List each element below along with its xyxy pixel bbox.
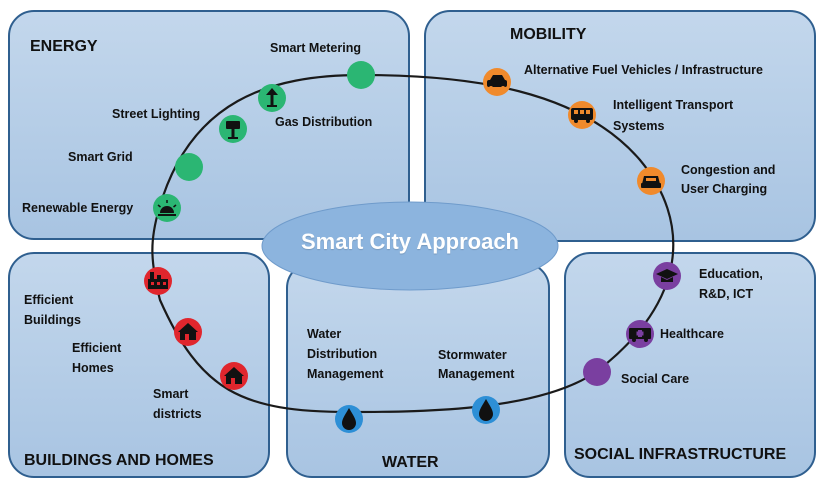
efficient-homes-label-1: Efficient xyxy=(72,341,122,355)
car-front-icon xyxy=(637,167,665,195)
sun-icon xyxy=(153,194,181,222)
smart-metering-node xyxy=(347,61,375,89)
street-light-icon xyxy=(258,84,286,112)
graduation-cap-icon xyxy=(653,262,681,290)
intelligent-transport-label: Intelligent Transport xyxy=(613,98,734,112)
water-title: WATER xyxy=(382,454,439,471)
factory-icon xyxy=(144,267,172,295)
water-panel xyxy=(286,262,550,478)
healthcare-label: Healthcare xyxy=(660,327,724,341)
smart-metering-label: Smart Metering xyxy=(270,41,361,55)
energy-panel xyxy=(8,10,410,240)
smart-grid-label: Smart Grid xyxy=(68,150,133,164)
efficient-buildings-label-2: Buildings xyxy=(24,313,81,327)
water-distribution-label-2: Distribution xyxy=(307,347,378,361)
buildings-title: BUILDINGS AND HOMES xyxy=(24,452,214,469)
smart-districts-label-1: Smart xyxy=(153,387,189,401)
mobility-title: MOBILITY xyxy=(510,26,587,43)
water-drop-icon xyxy=(472,396,500,424)
house-icon xyxy=(174,318,202,346)
social-care-node xyxy=(583,358,611,386)
systems-label: Systems xyxy=(613,119,665,133)
stormwater-label-1: Stormwater xyxy=(438,348,507,362)
education-label-2: R&D, ICT xyxy=(699,287,754,301)
connection-ring xyxy=(151,73,675,414)
water-distribution-label-1: Water xyxy=(307,327,342,341)
alt-fuel-label: Alternative Fuel Vehicles / Infrastructu… xyxy=(524,63,763,77)
center-ellipse xyxy=(261,201,559,291)
user-charging-label: User Charging xyxy=(681,182,768,196)
renewable-energy-label: Renewable Energy xyxy=(22,201,134,215)
efficient-buildings-label-1: Efficient xyxy=(24,293,74,307)
congestion-label: Congestion and xyxy=(681,163,776,177)
education-label-1: Education, xyxy=(699,267,763,281)
street-lighting-label: Street Lighting xyxy=(112,107,201,121)
gas-distribution-label: Gas Distribution xyxy=(275,115,373,129)
water-drop-icon xyxy=(335,405,363,433)
social-title: SOCIAL INFRASTRUCTURE xyxy=(574,446,787,463)
car-icon xyxy=(483,68,511,96)
smart-grid-node xyxy=(175,153,203,181)
social-care-label: Social Care xyxy=(621,372,690,386)
water-distribution-label-3: Management xyxy=(307,367,384,381)
smart-districts-label-2: districts xyxy=(153,407,202,421)
energy-title: ENERGY xyxy=(30,38,98,55)
mobility-panel xyxy=(424,10,816,242)
ambulance-icon xyxy=(626,320,654,348)
bus-icon xyxy=(568,101,596,129)
house-icon xyxy=(220,362,248,390)
efficient-homes-label-2: Homes xyxy=(72,361,114,375)
stormwater-label-2: Management xyxy=(438,367,515,381)
center-label: Smart City Approach xyxy=(300,229,519,254)
lamp-icon xyxy=(219,115,247,143)
